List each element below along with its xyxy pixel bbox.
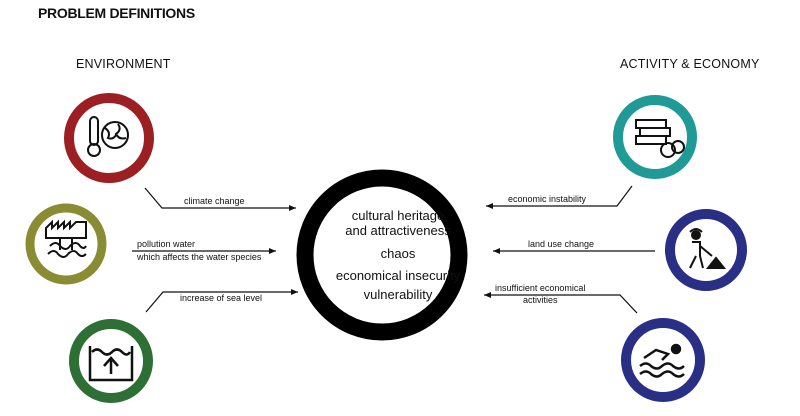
center-text-chaos: chaos: [380, 246, 416, 261]
node-pollution: [25, 203, 107, 285]
arrow-insufficient-activities: [484, 292, 638, 314]
label-land-use-change: land use change: [528, 239, 595, 249]
arrow-sea-level: [145, 289, 298, 313]
label-insufficient-economical: insufficient economical: [495, 283, 586, 293]
label-economic-instability: economic instability: [508, 194, 587, 204]
sea-level-icon: [88, 346, 134, 382]
money-stack-icon: [635, 119, 685, 158]
label-pollution-water: pollution water: [137, 239, 196, 249]
arrow-economic-instability: [486, 185, 633, 209]
construction-worker-icon: [689, 228, 727, 269]
arrow-climate-change: [144, 187, 296, 211]
node-swimming: [621, 318, 705, 402]
center-ring: [296, 169, 468, 341]
center-text-heritage: cultural heritage: [351, 208, 445, 223]
node-economy: [613, 95, 697, 179]
section-activity-economy: ACTIVITY & ECONOMY: [620, 57, 760, 71]
center-text-attractiveness: and attractiveness: [345, 223, 451, 238]
node-sea-level: [69, 319, 153, 403]
label-sea-level: increase of sea level: [180, 293, 263, 303]
center-text-vulnerability: vulnerability: [363, 287, 433, 302]
label-activities: activities: [523, 295, 558, 305]
section-environment: ENVIRONMENT: [76, 57, 171, 71]
label-climate-change: climate change: [184, 196, 245, 206]
center-text-insecurity: economical insecurity: [335, 268, 461, 283]
thermometer-globe-icon: [87, 116, 129, 157]
factory-water-icon: [45, 219, 87, 258]
swimmer-icon: [639, 343, 685, 378]
node-land-use: [665, 209, 747, 291]
label-water-species: which affects the water species: [137, 252, 262, 262]
page-title: PROBLEM DEFINITIONS: [38, 5, 195, 21]
node-climate: [64, 93, 154, 183]
